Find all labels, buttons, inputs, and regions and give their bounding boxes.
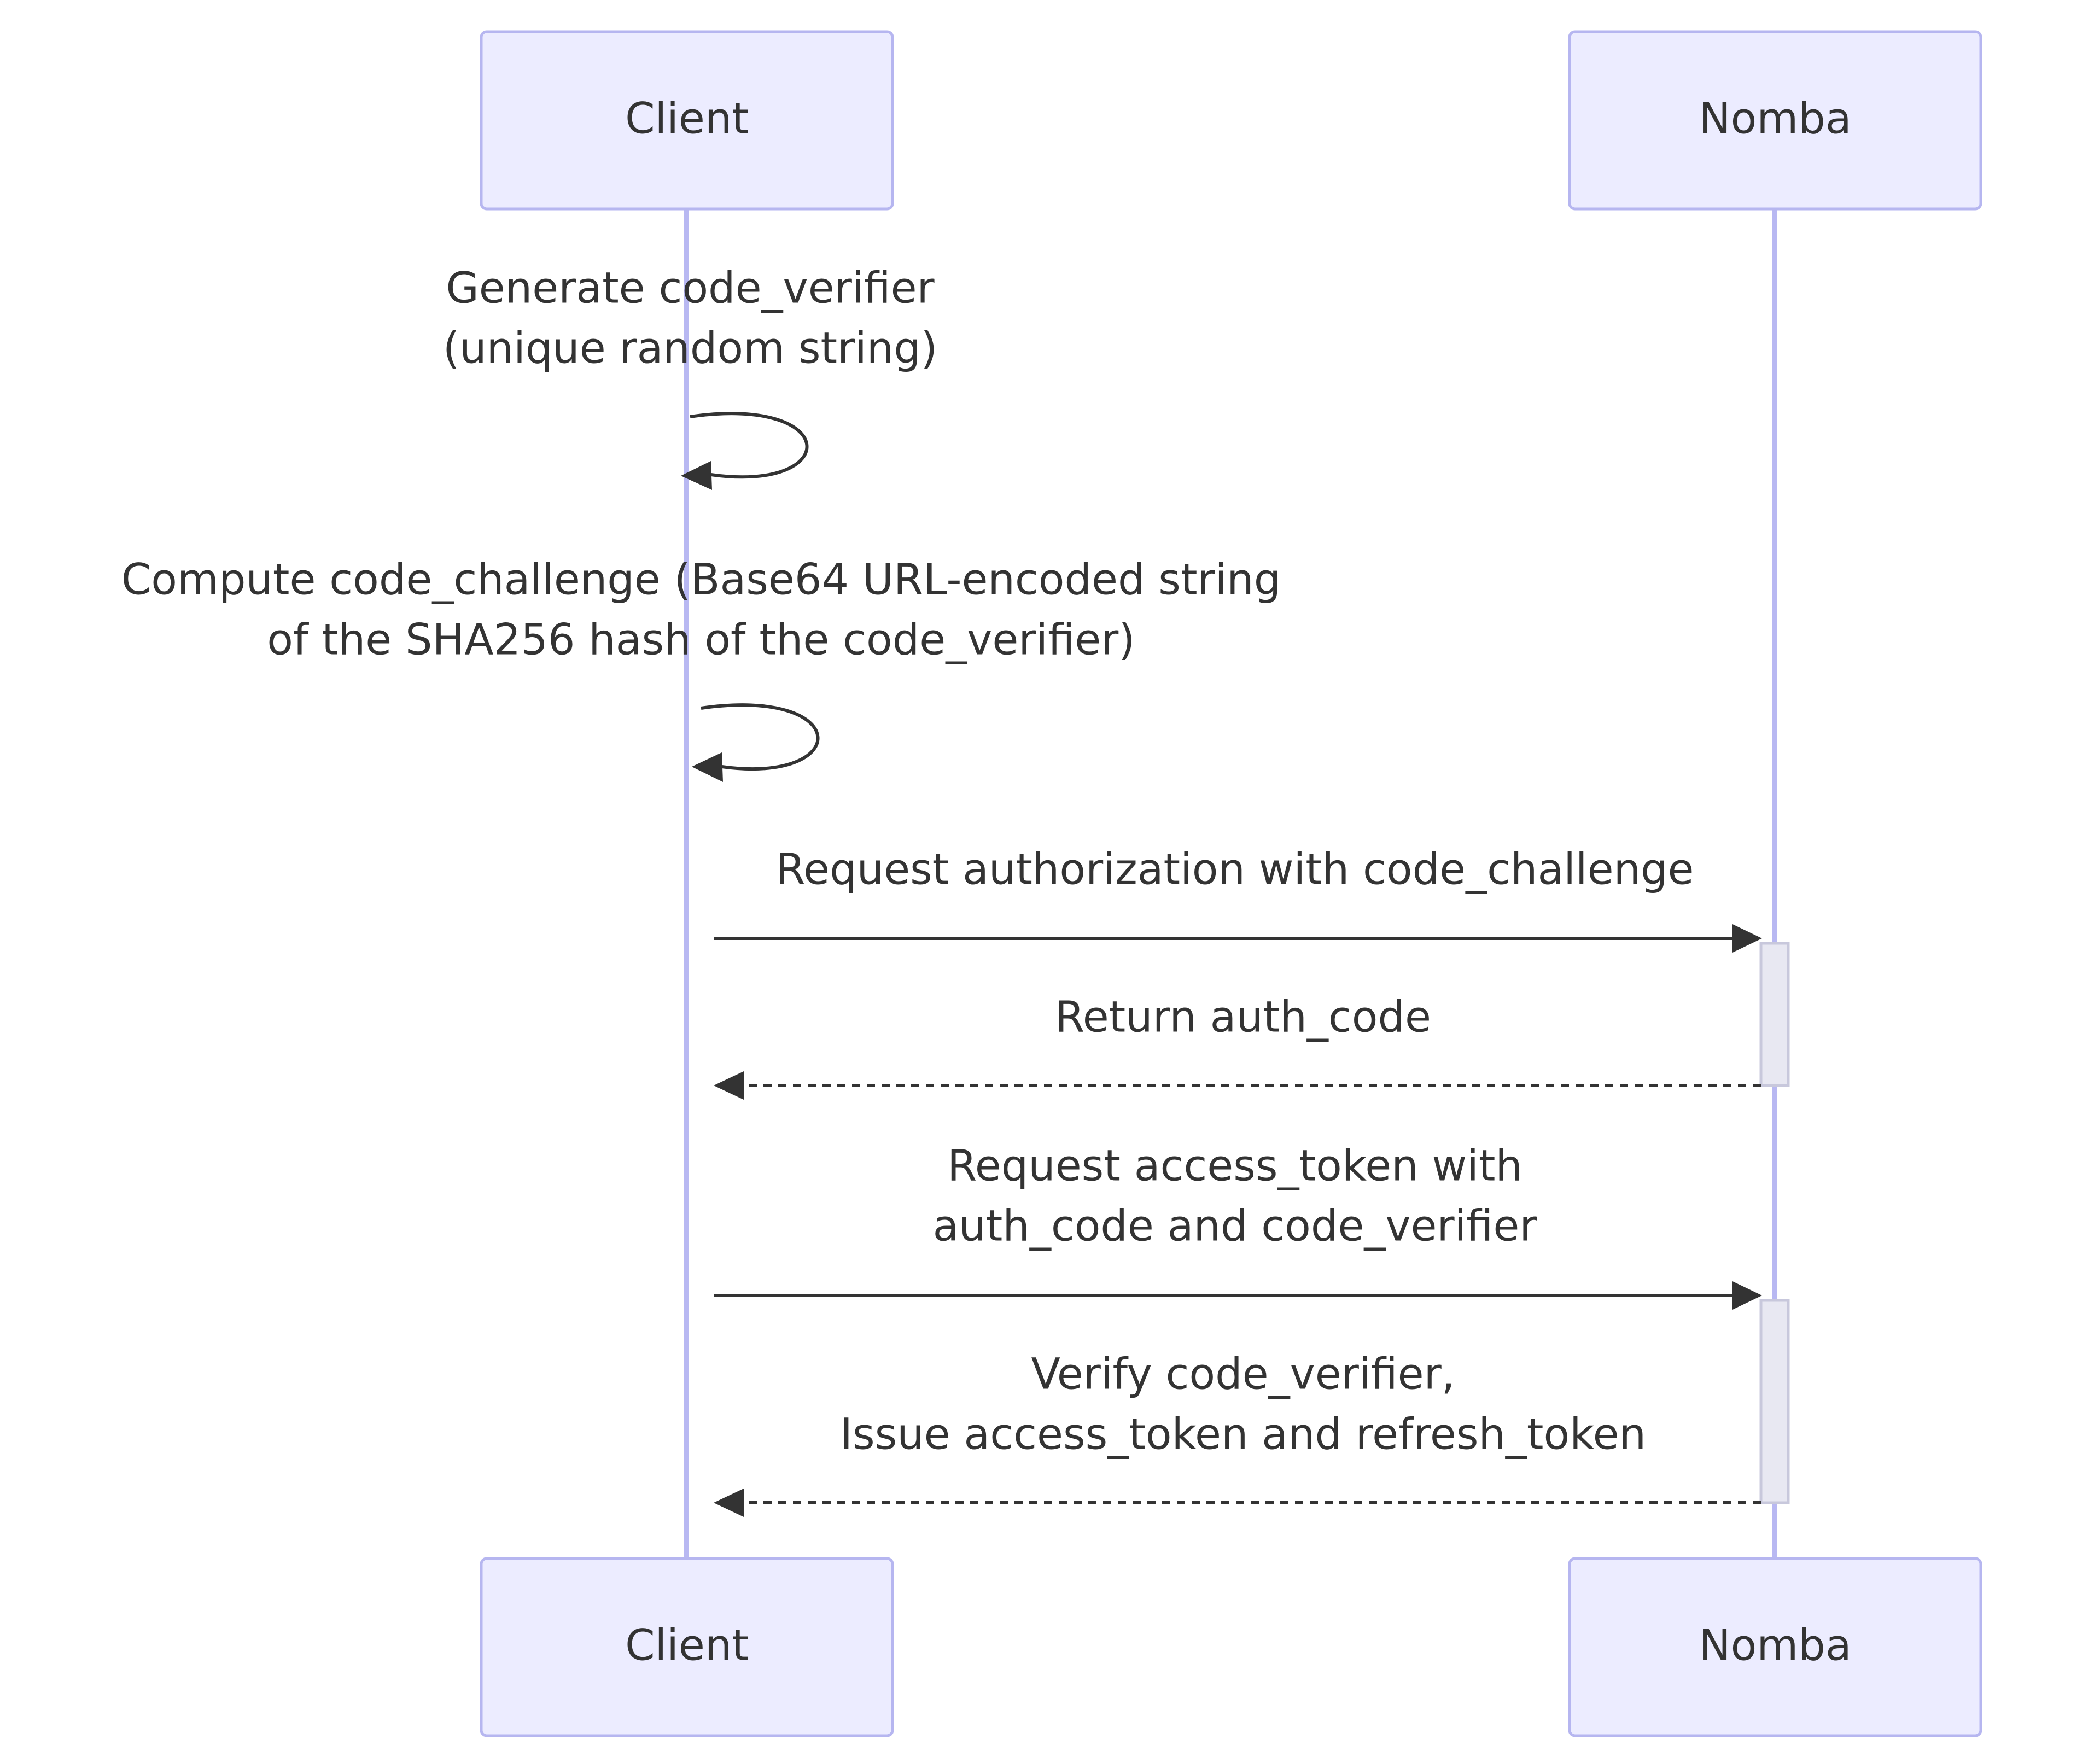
client-actor-top: Client xyxy=(480,30,894,211)
self-loop-arrow-1 xyxy=(690,412,809,479)
message-issue-tokens: Verify code_verifier, Issue access_token… xyxy=(714,1350,1761,1517)
message-compute-code-challenge-line-2: of the SHA256 hash of the code_verifier) xyxy=(267,615,1135,664)
self-loop-arrow-2 xyxy=(701,703,820,771)
message-request-access-token: Request access_token with auth_code and … xyxy=(714,1141,1762,1310)
nomba-actor-bottom-label: Nomba xyxy=(1699,1621,1851,1670)
arrowhead-request-authorization xyxy=(1732,924,1762,953)
message-request-access-token-line-2: auth_code and code_verifier xyxy=(933,1201,1538,1251)
message-generate-code-verifier: Generate code_verifier (unique random st… xyxy=(443,264,937,490)
message-generate-code-verifier-line-2: (unique random string) xyxy=(443,324,937,373)
nomba-actor-bottom: Nomba xyxy=(1568,1557,1982,1737)
message-issue-tokens-line-2: Issue access_token and refresh_token xyxy=(840,1410,1646,1459)
arrowhead-return-auth-code xyxy=(714,1071,744,1100)
message-compute-code-challenge-line-1: Compute code_challenge (Base64 URL-encod… xyxy=(121,555,1281,604)
client-actor-bottom: Client xyxy=(480,1557,894,1737)
arrowhead-1 xyxy=(681,461,712,490)
nomba-activation-2 xyxy=(1759,1299,1790,1504)
nomba-activation-1 xyxy=(1759,942,1790,1087)
message-return-auth-code: Return auth_code xyxy=(714,993,1761,1100)
message-request-authorization-label: Request authorization with code_challeng… xyxy=(775,845,1694,894)
message-issue-tokens-line-1: Verify code_verifier, xyxy=(1031,1350,1455,1399)
message-return-auth-code-label: Return auth_code xyxy=(1055,993,1431,1042)
client-actor-bottom-label: Client xyxy=(625,1621,749,1670)
client-actor-top-label: Client xyxy=(625,94,749,143)
message-generate-code-verifier-line-1: Generate code_verifier xyxy=(446,264,935,313)
message-request-access-token-line-1: Request access_token with xyxy=(947,1141,1522,1190)
message-compute-code-challenge: Compute code_challenge (Base64 URL-encod… xyxy=(121,555,1281,782)
arrowhead-issue-tokens xyxy=(714,1489,744,1517)
arrowhead-2 xyxy=(692,752,723,782)
nomba-actor-top: Nomba xyxy=(1568,30,1982,211)
arrowhead-request-access-token xyxy=(1732,1281,1762,1310)
nomba-actor-top-label: Nomba xyxy=(1699,94,1851,143)
message-request-authorization: Request authorization with code_challeng… xyxy=(714,845,1762,953)
